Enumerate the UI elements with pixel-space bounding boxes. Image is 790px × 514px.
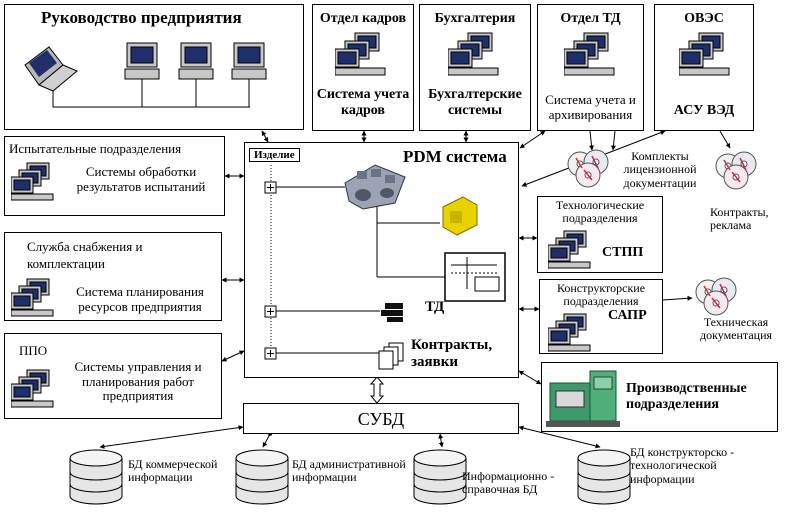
ppo-system: Системы управления и планирования работ …: [74, 359, 202, 404]
engine-icon: [344, 164, 406, 210]
link-subd-db4: [518, 425, 601, 449]
workstation-group-icon: [548, 313, 591, 352]
tech-system: СТПП: [602, 245, 644, 260]
arrow-tddept-license: [589, 130, 595, 151]
pdm-td-label: ТД: [425, 299, 445, 315]
tech-box: Технологические подразделения СТПП: [537, 196, 663, 273]
workstation-group-icon: [11, 162, 54, 201]
link-subd-db1: [99, 425, 244, 449]
tech-title: Технологические подразделения: [555, 198, 645, 226]
db-design-tech-label: БД конструкторско - технологической инфо…: [630, 445, 735, 486]
pdm-box: PDM система Изделие: [244, 142, 519, 378]
management-network-icon: [24, 42, 267, 108]
workstation-group-icon: [679, 32, 730, 76]
testing-title: Испытательные подразделения: [9, 141, 182, 156]
tree-expand-icon: [264, 181, 277, 194]
cd-stack-icon: [695, 277, 737, 316]
document-stack-icon: [381, 303, 403, 322]
pdm-title: PDM система: [403, 147, 507, 166]
link-management-pdm: [261, 130, 269, 143]
subd-label: СУБД: [357, 409, 405, 429]
management-box: Руководство предприятия: [4, 4, 304, 130]
management-title: Руководство предприятия: [41, 8, 242, 27]
database-icon: [413, 449, 467, 505]
machine-tool-icon: [546, 370, 620, 427]
pdm-contracts-label: Контракты, заявки: [411, 337, 493, 370]
link-subd-db2: [262, 431, 273, 448]
db-admin-label: БД административной информации: [292, 457, 406, 485]
db-commercial-label: БД коммерческой информации: [128, 457, 218, 485]
tree-expand-icon: [264, 305, 277, 318]
supply-system: Система планирования ресурсов предприяти…: [76, 284, 204, 314]
workstation-group-icon: [11, 278, 54, 317]
tddept-title: Отдел ТД: [560, 11, 621, 26]
database-icon: [69, 449, 123, 505]
foreign-title: ОВЭС: [684, 11, 724, 26]
workstation-group-icon: [335, 32, 386, 76]
workstation-group-icon: [11, 369, 54, 408]
tddept-box: Отдел ТД Система учета и архивирования: [537, 4, 644, 131]
workstation-group-icon: [548, 230, 591, 269]
supply-box: Служба снабжения и комплектации Система …: [4, 232, 222, 321]
subd-box: СУБД: [243, 403, 519, 434]
database-icon: [235, 449, 289, 505]
laptop-icon: [24, 46, 78, 92]
contracts-ad-label: Контракты, реклама: [710, 205, 769, 233]
arrow-tddept-license-2: [610, 130, 616, 151]
arrow-foreign-contracts: [719, 130, 731, 149]
tddept-system: Система учета и архивирования: [545, 92, 636, 122]
accounting-box: Бухгалтерия Бухгалтерские системы: [419, 4, 531, 131]
ppo-title: ППО: [19, 343, 48, 358]
link-subd-db3: [438, 433, 444, 448]
arrow-design-technical: [662, 295, 693, 301]
production-box: Производственные подразделения: [541, 362, 778, 432]
license-docs-label: Комплекты лицензионной документации: [623, 149, 697, 190]
link-tddept-pdm: [519, 130, 546, 149]
design-title: Конструкторские подразделения: [556, 281, 646, 309]
arrow-pdm-subd: [369, 376, 385, 404]
workstation-group-icon: [448, 32, 499, 76]
ppo-box: ППО Системы управления и планирования ра…: [4, 333, 222, 419]
testing-box: Испытательные подразделения Системы обра…: [4, 136, 225, 216]
db-reference-label: Информационно - справочная БД: [462, 469, 555, 497]
production-title: Производственные подразделения: [626, 381, 747, 412]
pdm-tree: [264, 164, 506, 370]
database-icon: [577, 449, 631, 505]
workstation-group-icon: [564, 32, 615, 76]
drawing-icon: [444, 252, 506, 302]
accounting-system: Бухгалтерские системы: [428, 87, 522, 118]
tree-expand-icon: [264, 347, 277, 360]
hr-title: Отдел кадров: [319, 11, 407, 26]
cd-stack-icon: [715, 151, 757, 190]
testing-system: Системы обработки результатов испытаний: [76, 164, 206, 194]
link-production-pdm: [518, 370, 542, 385]
design-system: САПР: [608, 308, 647, 323]
part-icon: [442, 196, 478, 236]
tree-root[interactable]: Изделие: [249, 148, 300, 163]
accounting-title: Бухгалтерия: [434, 11, 516, 26]
foreign-system: АСУ ВЭД: [673, 103, 735, 118]
contract-pages-icon: [378, 342, 404, 370]
design-box: Конструкторские подразделения САПР: [539, 279, 663, 354]
link-ppo-pdm: [221, 350, 245, 362]
supply-title: Служба снабжения и комплектации: [27, 239, 143, 271]
technical-docs-label: Техническая документация: [699, 315, 773, 343]
hr-system: Система учета кадров: [316, 87, 410, 118]
cd-stack-icon: [567, 149, 609, 188]
foreign-box: ОВЭС АСУ ВЭД: [654, 4, 754, 131]
hr-box: Отдел кадров Система учета кадров: [312, 4, 414, 131]
